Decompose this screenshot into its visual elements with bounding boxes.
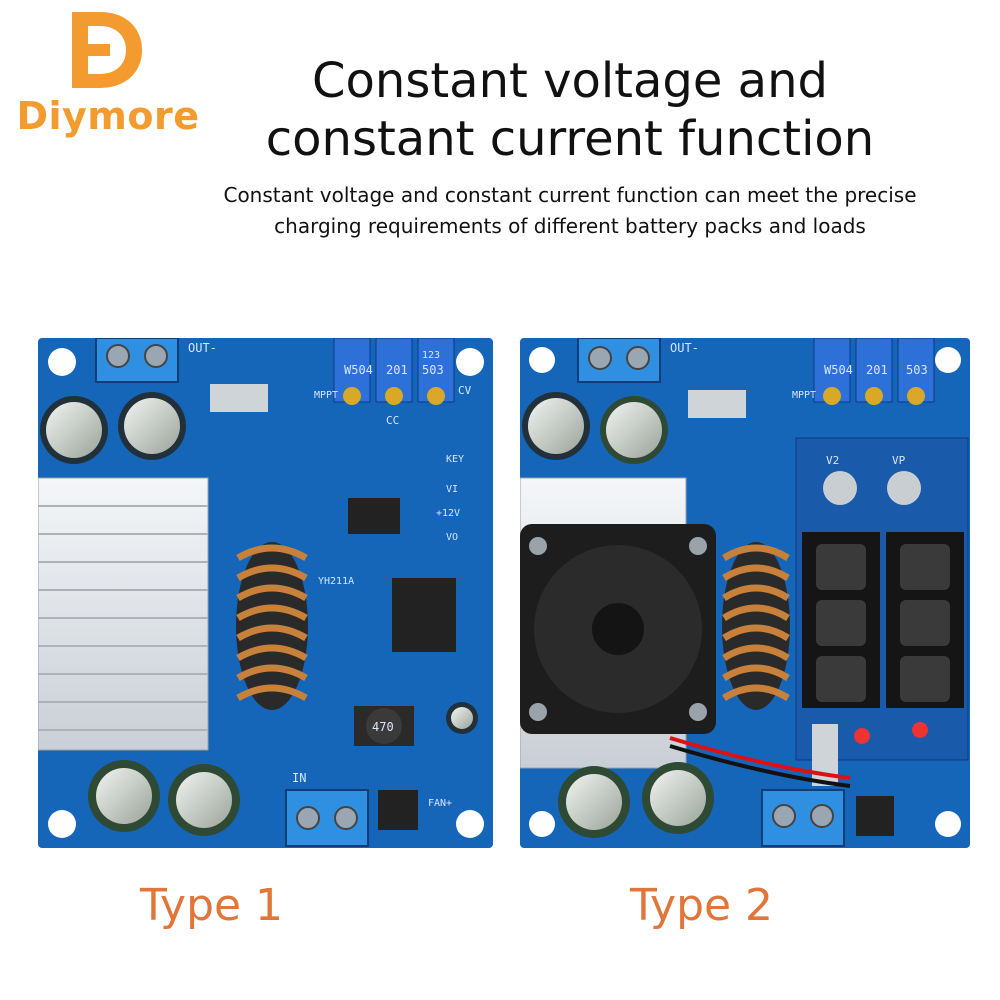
title-line-2: constant current function bbox=[265, 111, 875, 167]
title-line-1: Constant voltage and bbox=[312, 53, 828, 109]
page-title: Constant voltage and constant current fu… bbox=[220, 52, 920, 168]
silk-pot3: 503 bbox=[906, 363, 928, 377]
silk-vo: VO bbox=[446, 532, 458, 543]
type-2-label: Type 2 bbox=[630, 880, 774, 931]
brand-logo: Diymore bbox=[8, 8, 208, 148]
silk-out: OUT- bbox=[188, 341, 217, 355]
silk-pot2: 201 bbox=[386, 363, 408, 377]
silk-12v: +12V bbox=[436, 508, 460, 519]
silk-in: IN bbox=[292, 771, 306, 785]
silk-vp: VP bbox=[892, 454, 906, 467]
silk-vi: VI bbox=[446, 484, 458, 495]
silk-inductor: 470 bbox=[372, 720, 394, 734]
silk-mppt: MPPT bbox=[792, 390, 816, 401]
product-image-type-2: OUT- W504 201 503 MPPT bbox=[520, 338, 975, 848]
page-subtitle: Constant voltage and constant current fu… bbox=[150, 180, 990, 242]
silk-model: YH211A bbox=[318, 576, 354, 587]
silk-mppt: MPPT bbox=[314, 390, 338, 401]
silk-v2: V2 bbox=[826, 454, 839, 467]
subtitle-line-2: charging requirements of different batte… bbox=[274, 214, 866, 238]
heatsink bbox=[38, 477, 209, 751]
silk-cc: CC bbox=[386, 414, 399, 427]
silk-pot1: W504 bbox=[344, 363, 373, 377]
product-image-type-1: OUT- W504 201 123 503 MPPT CV CC KEY VI … bbox=[38, 338, 493, 848]
brand-name: Diymore bbox=[16, 94, 200, 138]
silk-pot2: 201 bbox=[866, 363, 888, 377]
silk-pot1: W504 bbox=[824, 363, 853, 377]
silk-fan: FAN+ bbox=[428, 798, 452, 809]
pcb-board-type-1: OUT- W504 201 123 503 MPPT CV CC KEY VI … bbox=[38, 338, 493, 848]
subtitle-line-1: Constant voltage and constant current fu… bbox=[223, 183, 917, 207]
silk-out: OUT- bbox=[670, 341, 699, 355]
silk-cv: CV bbox=[458, 384, 472, 397]
silk-key: KEY bbox=[446, 454, 464, 465]
silk-pot3-top: 123 bbox=[422, 350, 440, 361]
silk-pot3: 503 bbox=[422, 363, 444, 377]
pcb-board-type-2: OUT- W504 201 503 MPPT bbox=[520, 338, 970, 848]
diymore-logo-mark bbox=[72, 12, 142, 88]
type-1-label: Type 1 bbox=[140, 880, 284, 931]
